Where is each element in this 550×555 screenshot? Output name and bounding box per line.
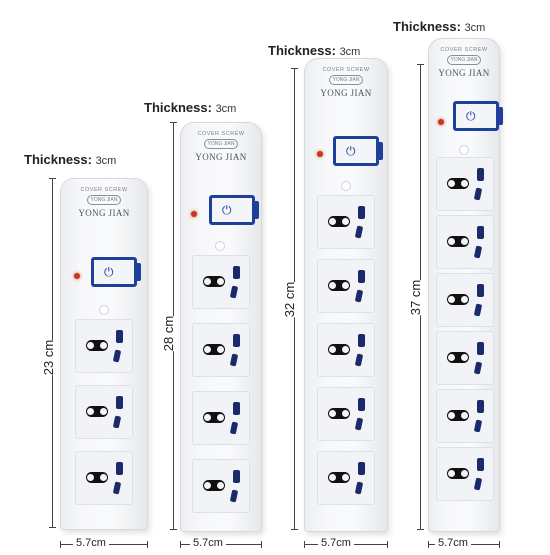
mount-hole [215, 241, 225, 251]
cover-screw-text: COVER SCREW [440, 47, 488, 53]
length-label: 32 cm [280, 281, 300, 318]
universal-socket [192, 323, 250, 377]
cover-screw-text: COVER SCREW [80, 187, 128, 193]
universal-socket [75, 385, 133, 439]
thickness-label: Thickness: 3cm [144, 100, 237, 115]
power-switch[interactable]: ⏻ [91, 257, 141, 287]
width-label: 5.7cm [73, 537, 109, 549]
cover-screw-text: COVER SCREW [322, 67, 370, 73]
length-label: 23 cm [39, 339, 59, 376]
universal-socket [436, 389, 494, 443]
strip-body: COVER SCREW YONG JIAN YONG JIAN ⏻ [428, 38, 503, 532]
brand-text: YONG JIAN [195, 152, 247, 162]
cover-screw-text: COVER SCREW [197, 131, 245, 137]
switch-icon: ⏻ [466, 109, 476, 123]
universal-socket [436, 273, 494, 327]
universal-socket [436, 447, 494, 501]
indicator-light [438, 119, 444, 125]
width-label: 5.7cm [435, 537, 471, 549]
brand-text: YONG JIAN [438, 68, 490, 78]
switch-icon: ⏻ [222, 203, 232, 217]
universal-socket [436, 331, 494, 385]
universal-socket [75, 451, 133, 505]
power-switch[interactable]: ⏻ [333, 136, 383, 166]
indicator-light [74, 273, 80, 279]
brand-seal: YONG JIAN [447, 55, 481, 65]
thickness-label: Thickness: 3cm [268, 43, 361, 58]
strip-body: COVER SCREW YONG JIAN YONG JIAN ⏻ [304, 58, 388, 532]
indicator-light [191, 211, 197, 217]
brand-text: YONG JIAN [78, 208, 130, 218]
universal-socket [317, 195, 375, 249]
universal-socket [192, 391, 250, 445]
universal-socket [317, 323, 375, 377]
brand-seal: YONG JIAN [204, 139, 238, 149]
thickness-label: Thickness: 3cm [24, 152, 117, 167]
length-label: 28 cm [159, 315, 179, 352]
thickness-label: Thickness: 3cm [393, 19, 486, 34]
indicator-light [317, 151, 323, 157]
universal-socket [317, 387, 375, 441]
strip-body: COVER SCREW YONG JIAN YONG JIAN ⏻ [180, 122, 262, 532]
mount-hole [459, 145, 469, 155]
universal-socket [317, 451, 375, 505]
brand-text: YONG JIAN [320, 88, 372, 98]
brand-seal: YONG JIAN [87, 195, 121, 205]
switch-icon: ⏻ [104, 265, 114, 279]
universal-socket [317, 259, 375, 313]
universal-socket [436, 157, 494, 211]
universal-socket [192, 459, 250, 513]
power-switch[interactable]: ⏻ [453, 101, 503, 131]
universal-socket [436, 215, 494, 269]
mount-hole [341, 181, 351, 191]
width-label: 5.7cm [318, 537, 354, 549]
width-label: 5.7cm [190, 537, 226, 549]
strip-body: COVER SCREW YONG JIAN YONG JIAN ⏻ [60, 178, 148, 530]
universal-socket [192, 255, 250, 309]
brand-seal: YONG JIAN [329, 75, 363, 85]
universal-socket [75, 319, 133, 373]
power-switch[interactable]: ⏻ [209, 195, 259, 225]
length-label: 37 cm [406, 279, 426, 316]
switch-icon: ⏻ [346, 144, 356, 158]
mount-hole [99, 305, 109, 315]
